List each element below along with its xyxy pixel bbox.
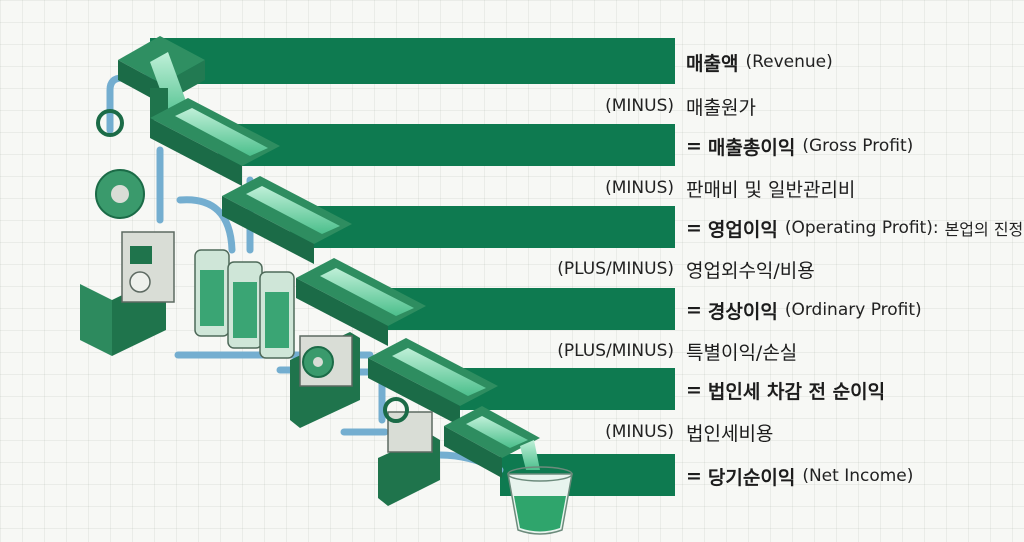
step-label-ordinary-profit: 경상이익	[707, 300, 778, 323]
operation-sign: (PLUS/MINUS)	[557, 259, 674, 279]
equals-sign: =	[686, 379, 702, 401]
operation-label-row-sga: 판매비 및 일반관리비	[686, 174, 855, 202]
operation-sign: (MINUS)	[605, 422, 674, 442]
step-label-gross-profit-en: (Gross Profit)	[802, 136, 914, 156]
operation-row-non-operating: (PLUS/MINUS)	[557, 255, 674, 283]
operation-label-sga: 판매비 및 일반관리비	[686, 178, 856, 201]
glass-cup	[507, 466, 573, 535]
step-label-net-income-en: (Net Income)	[802, 466, 914, 486]
step-row-gross-profit: = 매출총이익 (Gross Profit)	[686, 132, 913, 160]
operation-label-row-non-operating: 영업외수익/비용	[686, 255, 815, 283]
equals-sign: =	[686, 299, 702, 321]
step-label-ordinary-profit-en: (Ordinary Profit)	[784, 300, 922, 320]
step-label-revenue-en: (Revenue)	[745, 52, 833, 72]
operation-label-row-extraordinary: 특별이익/손실	[686, 337, 797, 365]
band-revenue	[150, 38, 675, 84]
step-note-operating-profit: 본업의 진정	[944, 220, 1024, 239]
step-label-gross-profit: 매출총이익	[707, 136, 796, 159]
step-row-pretax-income: = 법인세 차감 전 순이익	[686, 376, 885, 404]
step-label-operating-profit: 영업이익	[707, 218, 778, 241]
operation-row-sga: (MINUS)	[605, 174, 674, 202]
operation-sign: (PLUS/MINUS)	[557, 341, 674, 361]
band-gross-profit	[218, 124, 675, 166]
operation-row-cogs: (MINUS)	[605, 92, 674, 120]
operation-label-cogs: 매출원가	[686, 96, 756, 119]
operation-row-tax: (MINUS)	[605, 418, 674, 446]
equals-sign: =	[686, 135, 702, 157]
operation-sign: (MINUS)	[605, 178, 674, 198]
valve-box	[378, 397, 440, 506]
step-row-operating-profit: = 영업이익 (Operating Profit): 본업의 진정	[686, 214, 1023, 242]
step-row-revenue: 매출액 (Revenue)	[686, 48, 833, 76]
operation-label-non-operating: 영업외수익/비용	[686, 259, 815, 282]
operation-label-extraordinary: 특별이익/손실	[686, 341, 798, 364]
step-label-revenue: 매출액	[686, 52, 739, 75]
band-operating-profit	[290, 206, 675, 248]
operation-row-extraordinary: (PLUS/MINUS)	[557, 337, 674, 365]
filter-tanks	[194, 249, 295, 359]
step-row-net-income: = 당기순이익 (Net Income)	[686, 462, 913, 490]
step-label-net-income: 당기순이익	[707, 466, 796, 489]
operation-sign: (MINUS)	[605, 96, 674, 116]
pump-machine	[80, 109, 175, 356]
water-channels	[118, 36, 540, 478]
operation-label-tax: 법인세비용	[686, 422, 774, 445]
step-label-pretax-income: 법인세 차감 전 순이익	[707, 380, 886, 403]
equals-sign: =	[686, 217, 702, 239]
equals-sign: =	[686, 465, 702, 487]
step-row-ordinary-profit: = 경상이익 (Ordinary Profit)	[686, 296, 922, 324]
operation-label-row-tax: 법인세비용	[686, 418, 773, 446]
step-label-operating-profit-en: (Operating Profit):	[784, 218, 939, 238]
operation-label-row-cogs: 매출원가	[686, 92, 756, 120]
gear-box	[290, 332, 360, 428]
